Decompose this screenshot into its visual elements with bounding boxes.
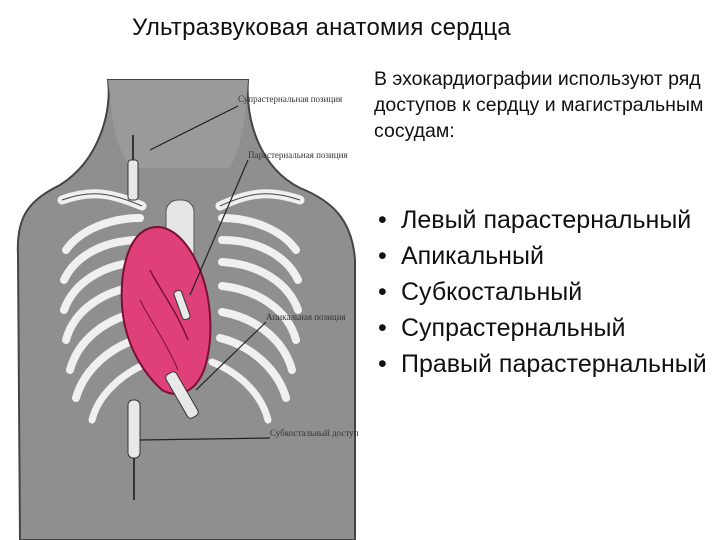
slide-title: Ультразвуковая анатомия сердца [132,14,511,41]
access-list: • Левый парастернальный • Апикальный • Субк… [378,202,718,382]
probe-suprasternal [127,135,139,201]
list-item-label: Левый парастернальный [401,206,692,234]
list-item: • Супрастернальный [378,310,718,346]
intro-text: В эхокардиографии используют ряд доступо… [374,68,704,142]
probe-parasternal [173,289,191,321]
bullet-icon: • [378,350,387,378]
probe-apical [165,371,199,419]
neck [108,80,248,168]
bullet-icon: • [378,278,387,306]
list-item-label: Апикальный [401,242,544,270]
pointer-lines [139,105,271,441]
bullet-icon: • [378,242,387,270]
bullet-icon: • [378,206,387,234]
label-parasternal: Парастернальная позиция [248,150,348,160]
list-item: • Левый парастернальный [378,202,718,238]
label-suprasternal: Супрастернальная позиция [238,94,342,104]
label-subcostal: Субкостальный доступ [270,428,359,438]
list-item-label: Субкостальный [401,278,583,306]
list-item-label: Супрастернальный [401,314,626,342]
list-item-label: Правый парастернальный [401,350,707,378]
bullet-icon: • [378,314,387,342]
list-item: • Апикальный [378,238,718,274]
list-item: • Правый парастернальный [378,346,718,382]
list-item: • Субкостальный [378,274,718,310]
label-apical: Апикальная позиция [266,312,346,322]
chest-anatomy-figure: Супрастернальная позиция Парастернальная… [16,79,359,540]
probe-subcostal [127,399,141,500]
